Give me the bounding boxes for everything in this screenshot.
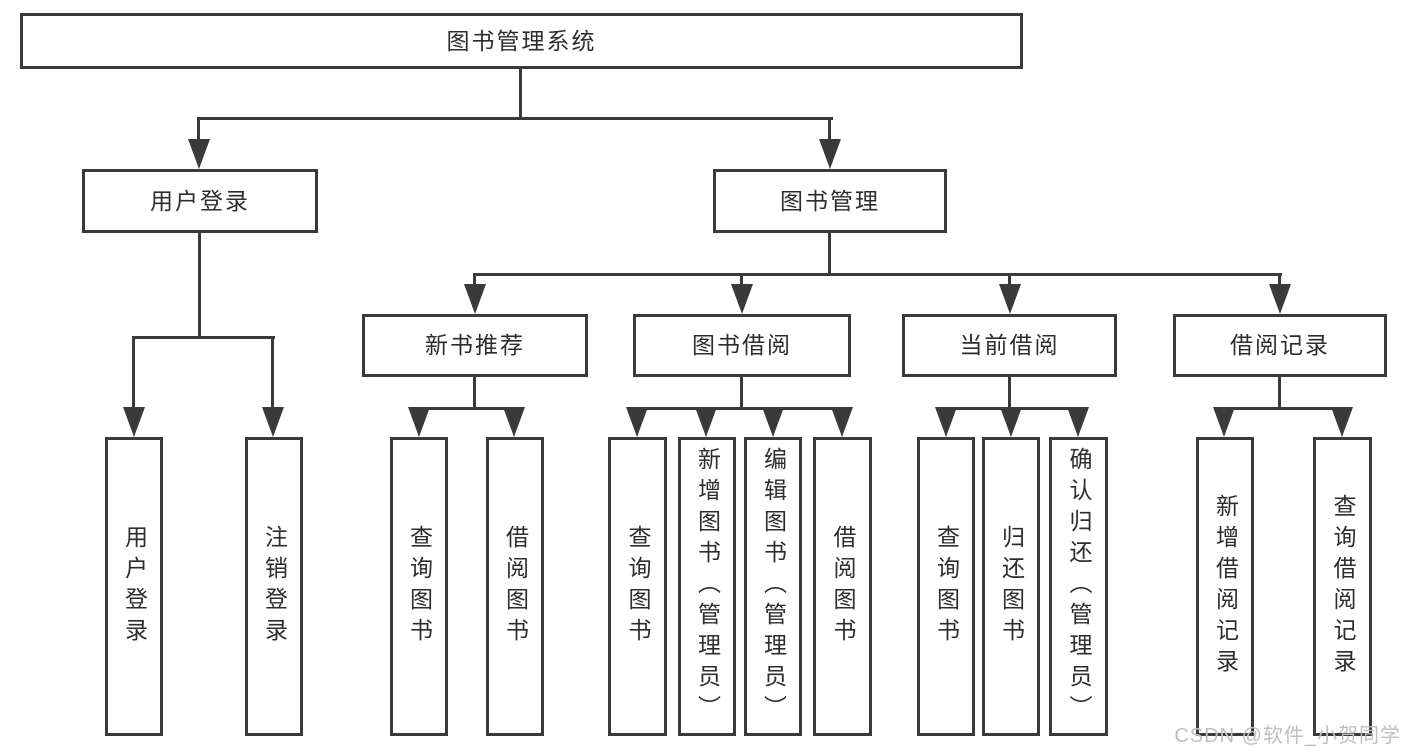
connector-level3-rail bbox=[473, 273, 1282, 276]
connector-root-stem bbox=[519, 69, 522, 119]
connector-arrow bbox=[626, 407, 648, 437]
connector-arrow bbox=[464, 284, 486, 314]
node-leaf-query-books: 查询图书 bbox=[917, 437, 975, 736]
connector-login-drop-2 bbox=[271, 336, 274, 411]
connector-level3-drop bbox=[473, 273, 476, 288]
connector-level2-rail bbox=[197, 117, 833, 120]
connector-arrow bbox=[408, 407, 430, 437]
connector-arrow bbox=[1213, 407, 1235, 437]
node-label: 新书推荐 bbox=[425, 332, 525, 358]
node-leaf-logout: 注销登录 bbox=[245, 437, 303, 736]
connector-arrow bbox=[1000, 407, 1022, 437]
connector-arrow bbox=[188, 139, 210, 169]
node-leaf-query-borrow-record: 查询借阅记录 bbox=[1313, 437, 1372, 736]
node-leaf-confirm-return-admin: 确认归还（管理员） bbox=[1049, 437, 1108, 736]
node-label: 归还图书 bbox=[998, 524, 1025, 649]
connector-newbook-stem bbox=[473, 377, 476, 410]
node-current-borrowing: 当前借阅 bbox=[902, 314, 1117, 377]
connector-mgmt-stem bbox=[828, 233, 831, 276]
connector-login-drop-1 bbox=[132, 336, 135, 411]
node-label: 借阅图书 bbox=[830, 524, 856, 649]
node-label: 图书管理 bbox=[780, 187, 880, 214]
node-label: 查询借阅记录 bbox=[1330, 493, 1356, 680]
connector-arrow bbox=[695, 407, 717, 437]
node-label: 查询图书 bbox=[406, 524, 433, 649]
connector-level3-drop bbox=[1008, 273, 1011, 288]
connector-arrow bbox=[831, 407, 853, 437]
connector-arrow bbox=[1331, 407, 1353, 437]
node-library-management-system: 图书管理系统 bbox=[20, 13, 1023, 69]
node-label: 用户登录 bbox=[121, 524, 148, 649]
node-label: 借阅图书 bbox=[502, 524, 529, 649]
connector-borrow-rail bbox=[636, 407, 845, 410]
connector-borrow-stem bbox=[740, 377, 743, 410]
connector-login-rail bbox=[132, 336, 275, 339]
node-label: 查询图书 bbox=[933, 524, 960, 649]
node-leaf-return-books: 归还图书 bbox=[982, 437, 1040, 736]
node-leaf-user-login: 用户登录 bbox=[105, 437, 163, 736]
node-leaf-query-books: 查询图书 bbox=[608, 437, 667, 736]
connector-arrow bbox=[762, 407, 784, 437]
node-book-borrowing: 图书借阅 bbox=[633, 314, 851, 377]
connector-arrow bbox=[503, 407, 525, 437]
node-label: 用户登录 bbox=[150, 187, 250, 214]
connector-newbook-rail bbox=[417, 407, 517, 410]
connector-level3-drop bbox=[740, 273, 743, 288]
node-new-book-recommend: 新书推荐 bbox=[362, 314, 588, 377]
node-leaf-add-book-admin: 新增图书（管理员） bbox=[678, 437, 736, 736]
connector-records-stem bbox=[1278, 377, 1281, 410]
node-book-management: 图书管理 bbox=[713, 169, 947, 233]
node-label: 当前借阅 bbox=[959, 332, 1060, 358]
node-label: 确认归还（管理员） bbox=[1066, 447, 1092, 726]
connector-arrow bbox=[731, 284, 753, 314]
node-leaf-query-books: 查询图书 bbox=[390, 437, 448, 736]
connector-arrow bbox=[262, 407, 284, 437]
connector-login-stem bbox=[198, 233, 201, 339]
connector-level2-stem-right bbox=[828, 117, 831, 143]
node-label: 借阅记录 bbox=[1230, 332, 1330, 358]
connector-current-stem bbox=[1008, 377, 1011, 410]
node-label: 注销登录 bbox=[261, 524, 288, 649]
connector-arrow bbox=[1269, 284, 1291, 314]
node-leaf-add-borrow-record: 新增借阅记录 bbox=[1196, 437, 1254, 736]
node-label: 新增图书（管理员） bbox=[694, 447, 721, 726]
node-leaf-borrow-books: 借阅图书 bbox=[486, 437, 544, 736]
csdn-watermark: CSDN @软件_小贺同学 bbox=[1174, 725, 1401, 747]
connector-arrow bbox=[1067, 407, 1089, 437]
connector-arrow bbox=[123, 407, 145, 437]
node-label: 编辑图书（管理员） bbox=[760, 447, 787, 726]
node-user-login: 用户登录 bbox=[82, 169, 318, 233]
node-leaf-borrow-books: 借阅图书 bbox=[813, 437, 872, 736]
connector-arrow bbox=[935, 407, 957, 437]
connector-level2-stem-left bbox=[197, 117, 200, 143]
node-borrow-records: 借阅记录 bbox=[1173, 314, 1387, 377]
connector-arrow bbox=[819, 139, 841, 169]
connector-arrow bbox=[999, 284, 1021, 314]
node-leaf-edit-book-admin: 编辑图书（管理员） bbox=[744, 437, 802, 736]
node-label: 查询图书 bbox=[625, 524, 651, 649]
node-label: 新增借阅记录 bbox=[1212, 493, 1239, 680]
connector-records-rail bbox=[1223, 407, 1344, 410]
connector-level3-drop bbox=[1278, 273, 1281, 288]
node-label: 图书借阅 bbox=[692, 332, 792, 358]
node-label: 图书管理系统 bbox=[446, 27, 597, 54]
